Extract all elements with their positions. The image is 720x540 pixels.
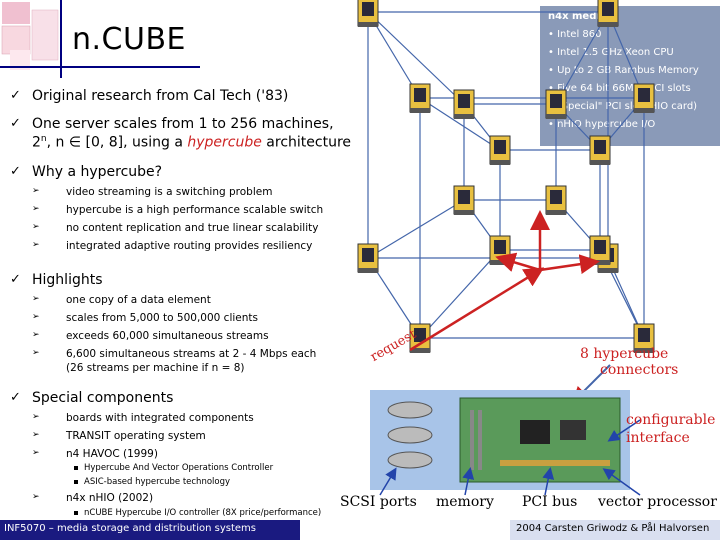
spec-header: n4x media h — [548, 11, 618, 22]
board-arrows — [379, 419, 641, 496]
pci-label: PCI bus — [522, 494, 578, 510]
title-rule-vertical — [60, 0, 62, 78]
spec-line: • Intel 1.5 GHz Xeon CPU — [548, 47, 674, 58]
bullet-scales-line2: 2n, n ∈ [0, 8], using a hypercube archit… — [32, 134, 352, 151]
server-icon — [357, 0, 379, 28]
spec-box: n4x media h • Intel 860 • Intel 1.5 GHz … — [540, 6, 720, 146]
arrow-bullet-icon: ➢ — [32, 222, 40, 232]
footer-course: INF5070 – media storage and distribution… — [0, 520, 300, 540]
spec-line: • nHIO hypercube I/O — [548, 119, 656, 130]
server-icon — [597, 0, 619, 28]
spec-line: • Five 64 bit 66Mhz PCI slots — [548, 83, 691, 94]
connectors-label-2: connectors — [600, 362, 679, 378]
title-rule-horizontal — [0, 66, 200, 68]
check-icon: ✓ — [10, 164, 21, 179]
arrow-bullet-icon: ➢ — [32, 430, 40, 440]
chip — [560, 420, 586, 440]
server-icon — [545, 89, 567, 120]
server-icon — [453, 185, 475, 216]
config-label-1: configurable — [626, 412, 716, 428]
server-icon — [357, 243, 379, 274]
disk-icon — [387, 426, 433, 444]
spec-line: • "Special" PCI slot (HIO card) — [548, 101, 698, 112]
arrow-bullet-icon: ➢ — [32, 348, 40, 358]
arrow-bullet-icon: ➢ — [32, 204, 40, 214]
arrow-bullet-icon: ➢ — [32, 186, 40, 196]
request-arrows — [409, 210, 600, 352]
disk-icon — [387, 451, 433, 469]
server-icon — [453, 89, 475, 120]
server-nodes — [357, 0, 655, 354]
disk-icon — [387, 401, 433, 419]
spec-line: • Up to 2 GB Rambus Memory — [548, 65, 699, 76]
arrow-bullet-icon: ➢ — [32, 448, 40, 458]
arrow-bullet-icon: ➢ — [32, 492, 40, 502]
spec-line: • Intel 860 — [548, 29, 602, 40]
arrow-bullet-icon: ➢ — [32, 294, 40, 304]
arrow-bullet-icon: ➢ — [32, 240, 40, 250]
arrow-bullet-icon: ➢ — [32, 330, 40, 340]
chip — [520, 420, 550, 444]
arrow-bullet-icon: ➢ — [32, 412, 40, 422]
check-icon: ✓ — [10, 272, 21, 287]
server-icon — [589, 135, 611, 166]
server-icon — [489, 135, 511, 166]
check-icon: ✓ — [10, 88, 21, 103]
server-icon — [589, 235, 611, 266]
vector-label: vector processor — [598, 494, 717, 510]
check-icon: ✓ — [10, 390, 21, 405]
config-label-2: interface — [626, 430, 690, 446]
footer-authors: 2004 Carsten Griwodz & Pål Halvorsen — [510, 520, 720, 540]
check-icon: ✓ — [10, 116, 21, 131]
connectors-label-1: 8 hypercube — [580, 346, 669, 362]
corner-decoration — [1, 2, 59, 70]
arrow-bullet-icon: ➢ — [32, 312, 40, 322]
scsi-label: SCSI ports — [340, 494, 417, 510]
server-icon — [545, 185, 567, 216]
page-title: n.CUBE — [72, 22, 186, 57]
hypercube-diagram — [357, 0, 655, 400]
memory-label: memory — [436, 494, 494, 510]
hypercube-edges — [367, 11, 645, 339]
board-picture — [370, 390, 630, 490]
server-icon — [409, 83, 431, 114]
server-icon — [633, 83, 655, 114]
